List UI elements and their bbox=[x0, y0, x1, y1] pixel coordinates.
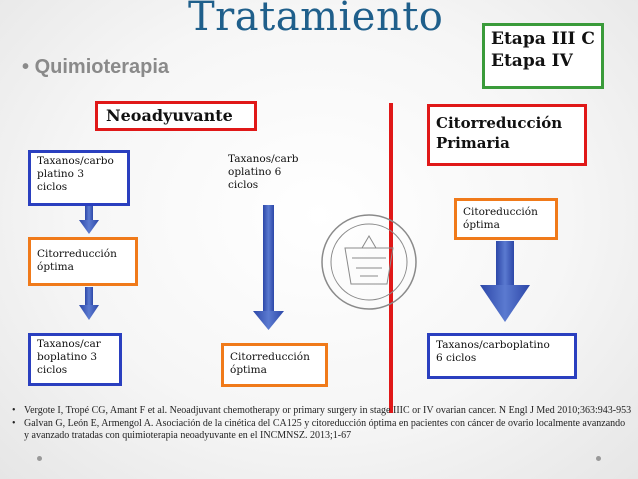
stage-line-2: Etapa IV bbox=[491, 51, 573, 71]
right-box2-line-1: Taxanos/carboplatino bbox=[436, 339, 550, 351]
left-box3-line-3: ciclos bbox=[37, 364, 68, 376]
right-box1-line-2: óptima bbox=[463, 219, 500, 231]
right-box1-line-1: Citoreducción bbox=[463, 206, 538, 218]
left-box1-line-2: platino 3 bbox=[37, 168, 85, 180]
stage-line-1: Etapa III C bbox=[491, 29, 595, 49]
reference-1-text: Vergote I, Tropé CG, Amant F et al. Neoa… bbox=[24, 405, 632, 416]
arrow-right bbox=[480, 241, 530, 322]
stage-box: Etapa III C Etapa IV bbox=[482, 23, 604, 89]
left-box2-line-1: Citorreducción bbox=[37, 248, 117, 260]
left-box3-line-1: Taxanos/car bbox=[37, 338, 101, 350]
reference-1-bullet: • bbox=[12, 405, 16, 416]
mid-box2-line-2: óptima bbox=[230, 364, 267, 376]
left-box3-line-2: boplatino 3 bbox=[37, 351, 98, 363]
left-box1-line-1: Taxanos/carbo bbox=[37, 155, 114, 167]
reference-2-text: Galvan G, León E, Armengol A. Asociación… bbox=[24, 418, 626, 441]
bullet-symbol: • bbox=[22, 56, 30, 78]
primary-line-1: Citorreducción bbox=[436, 114, 563, 132]
mid-box1-line-2: oplatino 6 bbox=[228, 166, 282, 178]
seal-icon bbox=[321, 214, 417, 310]
reference-2-bullet: • bbox=[12, 418, 16, 429]
reference-2: • Galvan G, León E, Armengol A. Asociaci… bbox=[12, 418, 632, 442]
mid-box2-line-1: Citorreducción bbox=[230, 351, 310, 363]
footer-dot-left bbox=[37, 456, 42, 461]
primary-box: Citorreducción Primaria bbox=[427, 104, 587, 166]
neoadyuvante-label: Neoadyuvante bbox=[106, 106, 233, 125]
references: • Vergote I, Tropé CG, Amant F et al. Ne… bbox=[12, 405, 632, 443]
slide-title: Tratamiento bbox=[188, 0, 444, 40]
mid-citorreduccion-box: Citorreducción óptima bbox=[221, 343, 328, 387]
left-box2-line-2: óptima bbox=[37, 261, 74, 273]
right-box2-line-2: 6 ciclos bbox=[436, 352, 477, 364]
arrow-left-2 bbox=[79, 287, 99, 320]
right-taxanos-box: Taxanos/carboplatino 6 ciclos bbox=[427, 333, 577, 379]
left-taxanos-box-2: Taxanos/car boplatino 3 ciclos bbox=[28, 333, 122, 386]
mid-box1-line-3: ciclos bbox=[228, 179, 259, 191]
reference-1: • Vergote I, Tropé CG, Amant F et al. Ne… bbox=[12, 405, 632, 417]
bullet-heading: • Quimioterapia bbox=[22, 56, 169, 79]
mid-taxanos-text: Taxanos/carb oplatino 6 ciclos bbox=[222, 151, 322, 201]
bullet-heading-text: Quimioterapia bbox=[34, 56, 170, 78]
arrow-mid bbox=[253, 205, 284, 330]
left-box1-line-3: ciclos bbox=[37, 181, 68, 193]
left-citorreduccion-box: Citorreducción óptima bbox=[28, 237, 138, 286]
footer-dot-right bbox=[596, 456, 601, 461]
primary-line-2: Primaria bbox=[436, 134, 510, 152]
mid-box1-line-1: Taxanos/carb bbox=[228, 153, 299, 165]
left-taxanos-box-1: Taxanos/carbo platino 3 ciclos bbox=[28, 150, 130, 206]
arrow-left-1 bbox=[79, 206, 99, 234]
neoadyuvante-box: Neoadyuvante bbox=[95, 101, 257, 131]
right-citoreduccion-box: Citoreducción óptima bbox=[454, 198, 558, 240]
